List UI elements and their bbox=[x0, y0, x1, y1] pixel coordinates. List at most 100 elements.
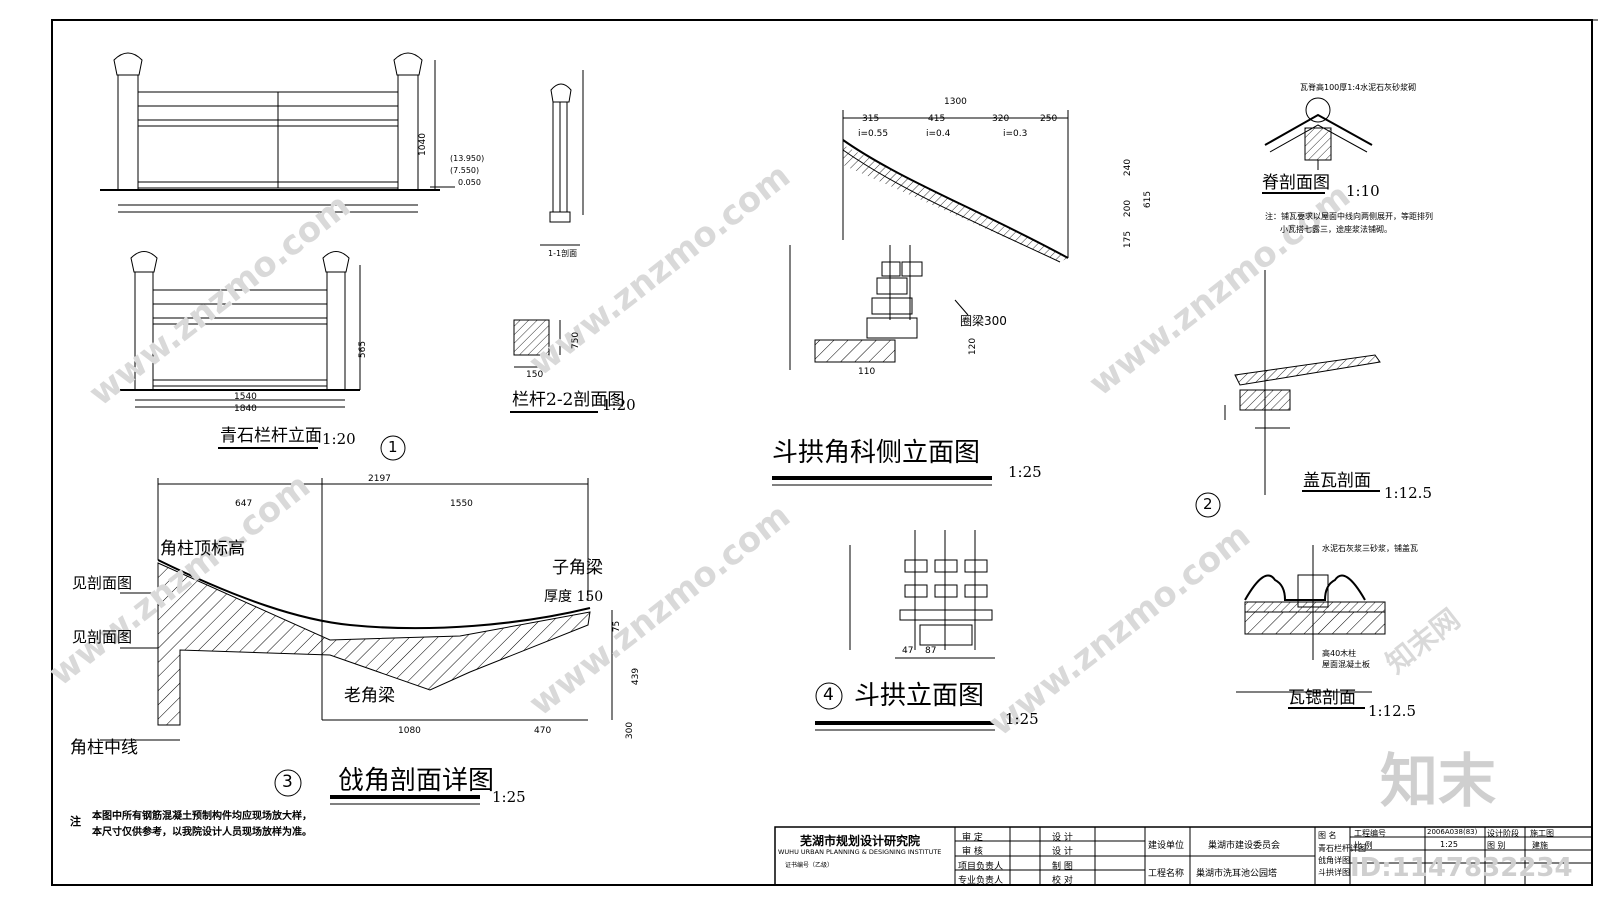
tb-ratio: 1:25 bbox=[1440, 840, 1458, 849]
dim-415: 415 bbox=[928, 114, 946, 124]
railing-elevation-bottom bbox=[120, 251, 361, 408]
railing-22-scale: 1:20 bbox=[602, 396, 636, 414]
railing-11-title: 1-1剖面 bbox=[548, 249, 578, 258]
railing-elevation-top bbox=[100, 52, 455, 213]
tb-fig-label: 图 别 bbox=[1487, 841, 1506, 850]
tb-stage-label: 设计阶段 bbox=[1487, 829, 1519, 838]
annotation-old-beam: 老角梁 bbox=[344, 686, 395, 706]
circle-3 bbox=[274, 769, 302, 797]
tb-id-watermark: ID:1147832234 bbox=[1350, 853, 1573, 883]
railing-22-title: 栏杆2-2剖面图 bbox=[512, 390, 625, 410]
tb-client-label: 建设单位 bbox=[1148, 841, 1185, 851]
dim-750: 750 bbox=[571, 331, 582, 350]
dougong-side-scale: 1:25 bbox=[1008, 463, 1042, 481]
tb-project-no-label: 工程编号 bbox=[1354, 829, 1386, 838]
dim-1540: 1540 bbox=[234, 392, 257, 402]
ridge-scale: 1:10 bbox=[1346, 182, 1380, 200]
dim-439: 439 bbox=[631, 667, 642, 686]
institute-name: 芜湖市规划设计研究院 bbox=[800, 834, 921, 848]
corner-section-title: 戗角剖面详图 bbox=[338, 766, 495, 796]
note-line-1: 本图中所有钢筋混凝土预制构件均应现场放大样， bbox=[92, 811, 312, 822]
circle-4 bbox=[815, 682, 843, 710]
dim-75: 75 bbox=[612, 620, 623, 633]
annotation-ridge-note-1: 注：铺瓦要求以屋面中线向两侧展开，等距排列 bbox=[1265, 212, 1433, 221]
railing-elevation-scale: 1:20 bbox=[322, 430, 356, 448]
annotation-sub-beam: 子角梁 bbox=[552, 558, 603, 578]
annotation-elev-3: 0.050 bbox=[458, 178, 481, 187]
note-line-2: 本尺寸仅供参考，以我院设计人员现场放样为准。 bbox=[92, 827, 312, 838]
dim-240: 240 bbox=[1123, 158, 1134, 177]
annotation-see-section-2: 见剖面图 bbox=[72, 628, 133, 646]
dim-300: 300 bbox=[625, 721, 636, 740]
dougong-elevation-scale: 1:25 bbox=[1005, 710, 1039, 728]
tb-draw: 制 图 bbox=[1052, 862, 1073, 872]
cover-tile-scale: 1:12.5 bbox=[1384, 484, 1432, 502]
annotation-ridge-top: 瓦脊高100厚1:4水泥石灰砂浆砌 bbox=[1300, 83, 1417, 92]
ridge-title: 脊剖面图 bbox=[1262, 173, 1330, 193]
circle-1 bbox=[380, 435, 406, 461]
tb-review: 审 定 bbox=[962, 833, 983, 843]
dim-250: 250 bbox=[1040, 114, 1058, 124]
tb-project-label: 工程名称 bbox=[1148, 869, 1185, 879]
watermark-logo: 知末 bbox=[1380, 747, 1497, 815]
annotation-column-axis: 角柱中线 bbox=[70, 738, 138, 758]
tb-drawing-name-2: 戗角详图 bbox=[1318, 856, 1350, 865]
dim-87: 87 bbox=[925, 646, 937, 656]
circle-3-label: 3 bbox=[282, 772, 293, 792]
tile-edge-scale: 1:12.5 bbox=[1368, 702, 1416, 720]
annotation-tile-edge-2: 高40木柱 bbox=[1322, 649, 1357, 658]
annotation-corner-top: 角柱顶标高 bbox=[160, 539, 245, 559]
dim-1080: 1080 bbox=[398, 726, 421, 736]
annotation-thickness: 厚度 150 bbox=[544, 589, 604, 605]
ridge-section bbox=[1264, 97, 1373, 170]
annotation-ridge-note-2: 小瓦搭七露三，途座浆法铺砌。 bbox=[1280, 225, 1392, 234]
tb-ratio-label: 比 例 bbox=[1354, 841, 1373, 850]
corner-section-scale: 1:25 bbox=[492, 788, 526, 806]
institute-name-en: WUHU URBAN PLANNING & DESIGNING INSTITUT… bbox=[778, 848, 942, 856]
dougong-side-title: 斗拱角科侧立面图 bbox=[772, 438, 981, 468]
circle-1-label: 1 bbox=[388, 438, 398, 456]
dim-110: 110 bbox=[858, 367, 876, 377]
tb-discipline-lead: 专业负责人 bbox=[958, 876, 1004, 886]
tb-project: 巢湖市洗耳池公园塔 bbox=[1196, 869, 1278, 879]
cover-tile-section bbox=[1224, 270, 1381, 495]
tb-project-lead: 项目负责人 bbox=[958, 862, 1004, 872]
dim-1840: 1840 bbox=[234, 404, 257, 414]
railing-section-11 bbox=[540, 70, 584, 246]
dim-615: 615 bbox=[1143, 190, 1154, 209]
annotation-elev-2: (7.550) bbox=[450, 166, 480, 175]
tile-edge-title: 瓦锶剖面 bbox=[1288, 688, 1356, 708]
railing-elevation-title: 青石栏杆立面 bbox=[220, 426, 322, 446]
tb-drawing-name-3: 斗拱详图 bbox=[1318, 868, 1350, 877]
dim-i3: i=0.3 bbox=[1003, 129, 1028, 139]
dim-647: 647 bbox=[235, 499, 253, 509]
circle-4-label: 4 bbox=[823, 685, 834, 705]
bracket-stack bbox=[866, 245, 923, 339]
dim-i1: i=0.55 bbox=[858, 129, 889, 139]
cover-tile-title: 盖瓦剖面 bbox=[1303, 471, 1371, 491]
corner-section bbox=[100, 478, 613, 741]
dim-150: 150 bbox=[526, 370, 544, 380]
tb-project-no: 2006A038(83) bbox=[1427, 828, 1478, 836]
annotation-see-section-1: 见剖面图 bbox=[72, 574, 133, 592]
tb-fig: 建施 bbox=[1532, 841, 1548, 850]
dim-565: 565 bbox=[358, 340, 369, 359]
note-label: 注 bbox=[70, 815, 81, 828]
dim-470: 470 bbox=[534, 726, 552, 736]
title-block bbox=[774, 826, 1593, 886]
dim-315: 315 bbox=[862, 114, 880, 124]
tile-edge-section bbox=[1236, 545, 1386, 693]
dougong-elevation-title: 斗拱立面图 bbox=[854, 681, 985, 711]
dim-1040: 1040 bbox=[417, 133, 428, 156]
annotation-tile-edge-1: 水泥石灰浆三砂浆，铺盖瓦 bbox=[1322, 544, 1418, 553]
dim-120: 120 bbox=[968, 337, 979, 356]
tb-stage: 施工图 bbox=[1530, 829, 1554, 838]
annotation-ring-beam: 圈梁300 bbox=[960, 314, 1007, 328]
tb-design-1: 设 计 bbox=[1052, 833, 1073, 843]
tb-check: 审 核 bbox=[962, 847, 983, 857]
annotation-elev-1: (13.950) bbox=[450, 154, 485, 163]
tb-drawing-name-1: 青石栏杆详图 bbox=[1318, 844, 1366, 853]
tb-proofread: 校 对 bbox=[1052, 876, 1073, 886]
